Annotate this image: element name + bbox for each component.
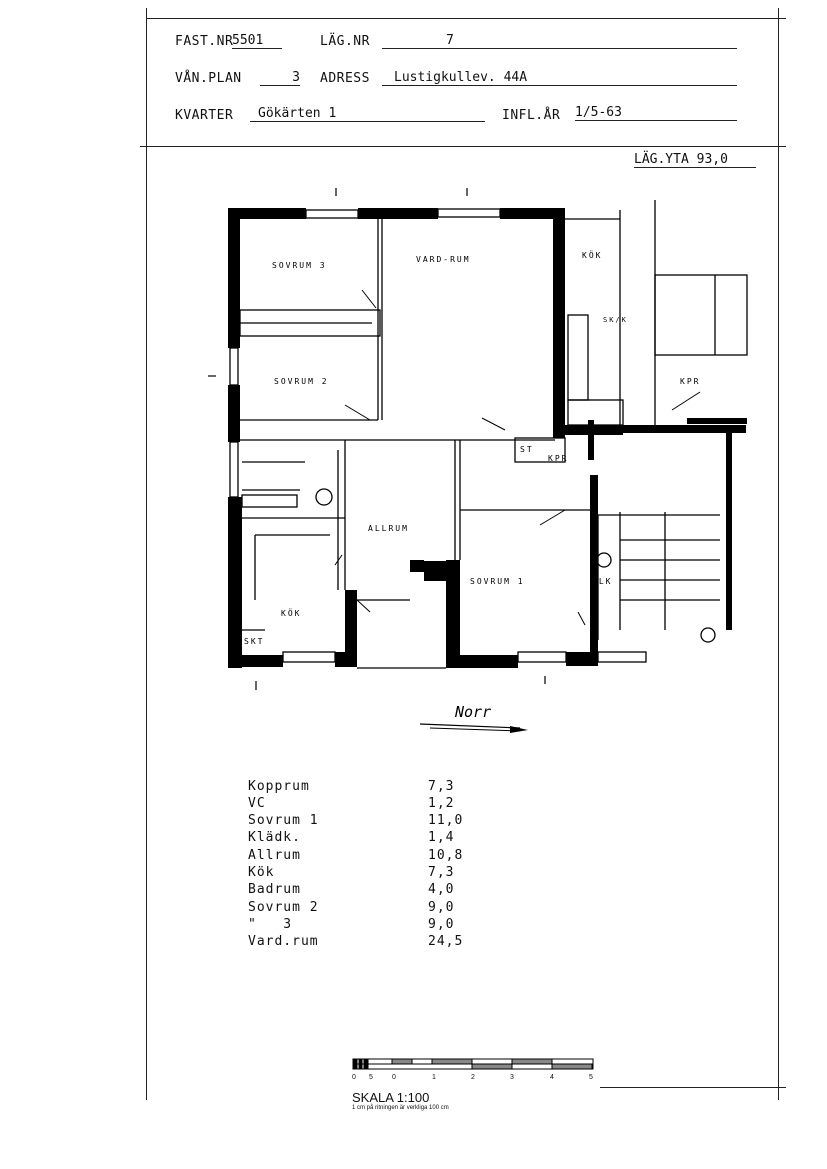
lag-nr-value: 7 [382, 33, 737, 49]
scale-tick: 0 [352, 1074, 356, 1081]
lag-nr-label: LÄG.NR [320, 34, 370, 49]
area-value: 4,0 [428, 882, 455, 897]
adress-value: Lustigkullev. 44A [382, 70, 737, 86]
room-label-vardrum: VARD-RUM [416, 255, 471, 264]
fast-nr-value: 5501 [232, 33, 282, 49]
scale-tick: 5 [589, 1074, 593, 1081]
frame-right [778, 8, 779, 1100]
room-label-sovrum-1: SOVRUM 1 [470, 577, 525, 586]
area-value: 11,0 [428, 813, 464, 828]
fast-nr-label: FAST.NR [175, 34, 234, 49]
area-value: 9,0 [428, 900, 455, 915]
scale-title: SKALA 1:100 [352, 1090, 430, 1105]
area-name: Badrum [248, 882, 301, 897]
area-name: Klädk. [248, 830, 301, 845]
partitions [229, 200, 748, 669]
area-value: 24,5 [428, 934, 464, 949]
area-name: Kopprum [248, 779, 310, 794]
scale-tick: 1 [432, 1074, 436, 1081]
room-label-klk: KLK [592, 577, 612, 586]
room-label-skt: SKT [244, 637, 264, 646]
area-name: " 3 [248, 917, 293, 932]
scale-note: 1 cm på ritningen är verkliga 100 cm [352, 1105, 449, 1111]
section-markers [208, 188, 546, 690]
scale-tick: 4 [550, 1074, 554, 1081]
area-name: Allrum [248, 848, 301, 863]
scale-tick: 2 [471, 1074, 475, 1081]
kvarter-label: KVARTER [175, 108, 234, 123]
floor-plan: SOVRUM 3 VARD-RUM KÖK SOVRUM 2 ALLRUM KÖ… [208, 188, 748, 733]
room-label-sovrum-3: SOVRUM 3 [272, 261, 327, 270]
scale-bar: 0 5 0 1 2 3 4 5 SKALA 1:100 1 cm på ritn… [352, 1058, 597, 1111]
scale-tick: 5 [369, 1074, 373, 1081]
area-value: 9,0 [428, 917, 455, 932]
area-name: Sovrum 1 [248, 813, 319, 828]
room-label-skk: SK/K [603, 316, 628, 324]
room-label-allrum: ALLRUM [368, 524, 409, 533]
room-label-kok-left: KÖK [281, 608, 301, 618]
lag-yta: LÄG.YTA 93,0 [634, 152, 756, 168]
scale-tick: 3 [510, 1074, 514, 1081]
door-swings [334, 289, 701, 626]
kvarter-value: Gökärten 1 [250, 106, 485, 122]
frame-top [146, 18, 786, 19]
infl-ar-value: 1/5-63 [575, 105, 737, 121]
north-arrow: Norr [419, 703, 528, 733]
room-label-kok-right: KÖK [582, 250, 602, 260]
scale-tick: 0 [392, 1074, 396, 1081]
area-name: VC [248, 796, 266, 811]
adress-label: ADRESS [320, 71, 370, 86]
frame-bottom [600, 1087, 786, 1088]
area-name: Vard.rum [248, 934, 319, 949]
van-plan-label: VÅN.PLAN [175, 71, 242, 86]
header-divider [140, 146, 786, 147]
room-label-st: ST [520, 445, 534, 454]
walls [228, 208, 747, 668]
north-label: Norr [454, 703, 491, 721]
room-label-kpr-mid: KPR [548, 454, 568, 463]
room-label-sovrum-2: SOVRUM 2 [274, 377, 329, 386]
area-name: Sovrum 2 [248, 900, 319, 915]
area-value: 1,4 [428, 830, 455, 845]
area-name: Kök [248, 865, 275, 880]
frame-left [146, 8, 147, 1100]
area-value: 7,3 [428, 865, 455, 880]
area-value: 10,8 [428, 848, 464, 863]
van-plan-value: 3 [260, 70, 300, 86]
area-value: 1,2 [428, 796, 455, 811]
area-value: 7,3 [428, 779, 455, 794]
room-label-kpr-right: KPR [680, 377, 700, 386]
infl-ar-label: INFL.ÅR [502, 108, 561, 123]
scale-bar-graphic [352, 1058, 594, 1070]
